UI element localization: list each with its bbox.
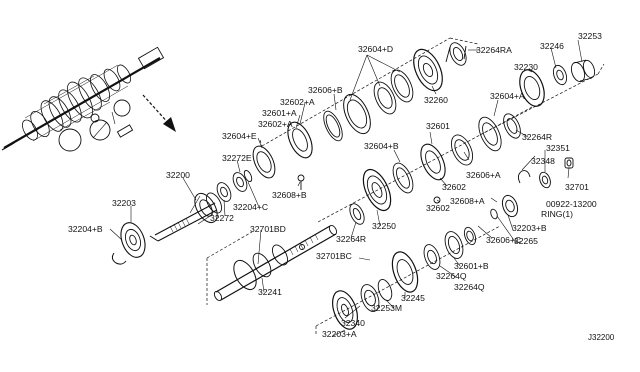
part-label-32200: 32200 [166,170,190,180]
upper-right-gears-drawing [519,59,596,107]
middle-synchro-gears-drawing [349,113,521,225]
part-label-32264r-lower: 32264R [336,234,367,244]
upper-synchro-gears-drawing [287,42,467,159]
part-label-32604-b: 32604+B [364,141,399,151]
part-label-32604-a: 32604+A [490,91,525,101]
part-label-32204-c: 32204+C [233,202,269,212]
upper-group-bracket [259,37,479,147]
assembly-overview-drawing [1,46,165,152]
diagram-code: J32200 [588,333,615,342]
part-label-32253: 32253 [578,31,602,41]
main-shaft-drawing [149,192,223,242]
part-label-32602-low: 32602 [426,203,450,213]
part-label-32245: 32245 [401,293,425,303]
part-label-00922-13200: 00922-13200 [546,199,597,209]
part-label-32264q-alt: 32264Q [454,282,485,292]
lower-gears-drawing [332,226,477,330]
part-label-32204-b: 32204+B [68,224,103,234]
part-label-32348: 32348 [531,156,555,166]
part-label-32260: 32260 [424,95,448,105]
part-label-32351: 32351 [546,143,570,153]
lower-group-bracket [315,225,501,334]
part-label-32250: 32250 [372,221,396,231]
part-label-32264ra: 32264RA [476,45,512,55]
part-label-32606-b: 32606+B [308,85,343,95]
direction-arrow [142,94,176,132]
part-label-32265: 32265 [514,236,538,246]
part-label-32608-a: 32608+A [450,196,485,206]
part-label-32701bc: 32701BC [316,251,352,261]
part-label-32203-b: 32203+B [512,223,547,233]
part-label-32606-c: 32606+C [486,235,522,245]
countershaft-32241-drawing [213,224,338,302]
part-label-32604-d: 32604+D [358,44,394,54]
part-label-32203: 32203 [112,198,136,208]
part-label-32203-a: 32203+A [322,329,357,339]
part-label-32272e: 32272E [222,153,252,163]
part-label-32264r-upper: 32264R [522,132,553,142]
bearing-32203-drawing [111,222,146,265]
part-label-32241: 32241 [258,287,282,297]
part-label-32606-a: 32606+A [466,170,501,180]
part-label-32230: 32230 [514,62,538,72]
leader-lines [109,39,583,337]
part-label-32701bd: 32701BD [250,224,286,234]
part-label-32253m: 32253M [371,303,403,313]
part-label-32701: 32701 [565,182,589,192]
part-label-32602-a-top: 32602+A [280,97,315,107]
small-bearings-drawing [216,145,305,202]
part-label-32602-a: 32602+A [258,119,293,129]
part-label-32601-b: 32601+B [454,261,489,271]
part-label-32264q: 32264Q [436,271,467,281]
part-label-32602-mid: 32602 [442,182,466,192]
part-label-32601: 32601 [426,121,450,131]
part-label-32608-b: 32608+B [272,190,307,200]
part-label-32246: 32246 [540,41,564,51]
part-label-32601-a: 32601+A [262,108,297,118]
part-label-32340: 32340 [341,318,365,328]
part-label-ring-note: RING(1) [541,209,573,219]
part-label-32272: 32272 [210,213,234,223]
lower-left-bracket [206,231,253,305]
middle-group-bracket [317,105,535,223]
part-label-32604-e: 32604+E [222,131,257,141]
